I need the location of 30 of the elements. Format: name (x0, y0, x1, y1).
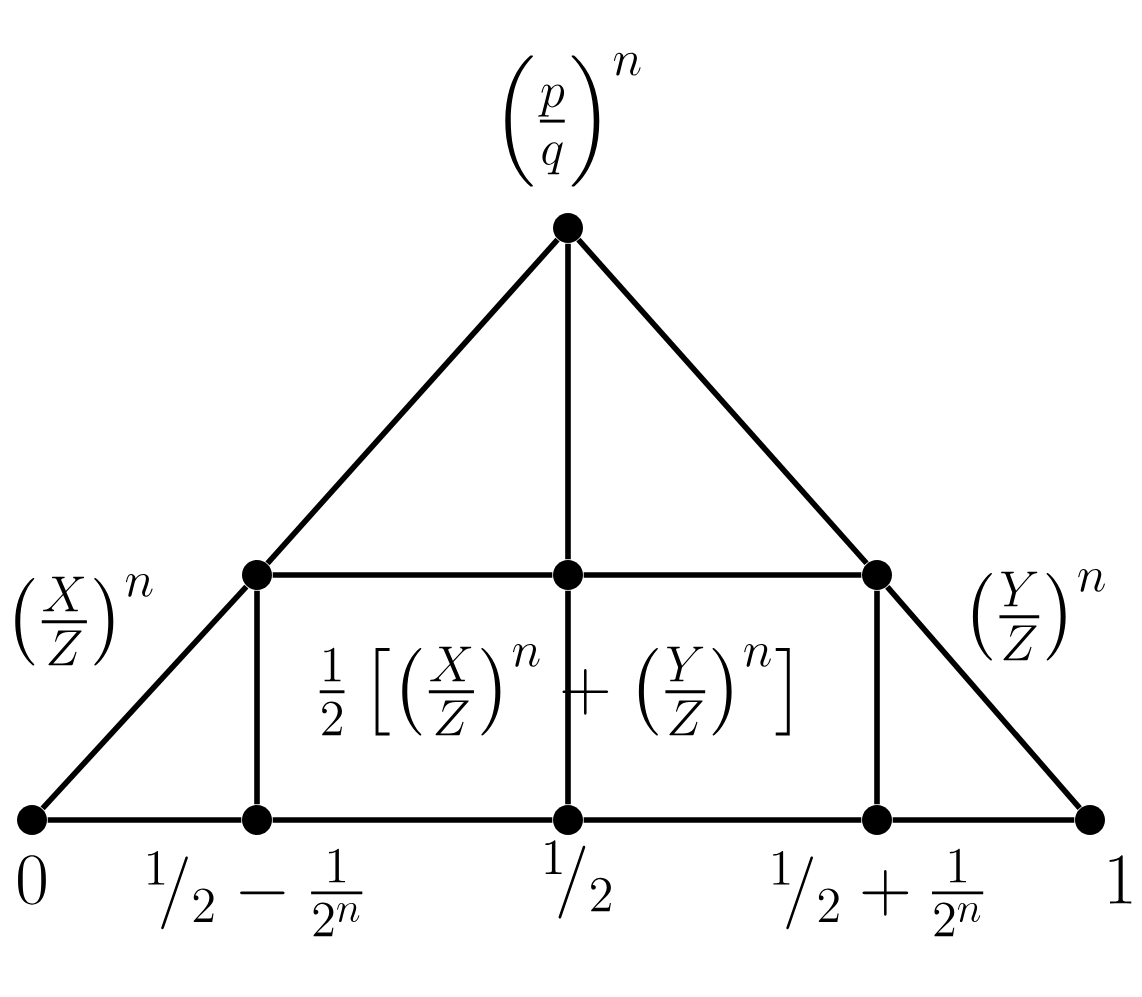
point-dot (553, 805, 583, 835)
value-label: $\left(\frac{p}{q}\right)^{n}$ (505, 52, 641, 187)
line (254, 590, 260, 805)
line (576, 237, 869, 566)
value-label: $\left(\frac{X}{Z}\right)^{n}$ (15, 573, 153, 666)
point-dot (553, 560, 583, 590)
line (885, 585, 1082, 810)
line (565, 243, 571, 560)
line (874, 590, 880, 805)
value-label: ${}^{1}\!/_{2}-\frac{1}{2^{n}}$ (148, 848, 363, 937)
line (40, 584, 249, 811)
line (272, 817, 553, 823)
value-label: $0$ (18, 855, 46, 905)
point-dot (17, 805, 47, 835)
line (583, 572, 862, 578)
line (892, 817, 1075, 823)
point-dot (242, 805, 272, 835)
value-label: ${}^{1}\!/_{2}$ (545, 840, 611, 919)
point-dot (862, 560, 892, 590)
line (47, 817, 242, 823)
value-label: $\left(\frac{Y}{Z}\right)^{n}$ (972, 568, 1105, 661)
line (583, 817, 862, 823)
point-dot (553, 213, 583, 243)
point-dot (1075, 805, 1105, 835)
line (265, 237, 560, 566)
line (272, 572, 553, 578)
value-label: ${}^{1}\!/_{2}+\frac{1}{2^{n}}$ (773, 848, 984, 937)
point-dot (862, 805, 892, 835)
value-label: $1$ (1109, 855, 1132, 904)
point-dot (242, 560, 272, 590)
